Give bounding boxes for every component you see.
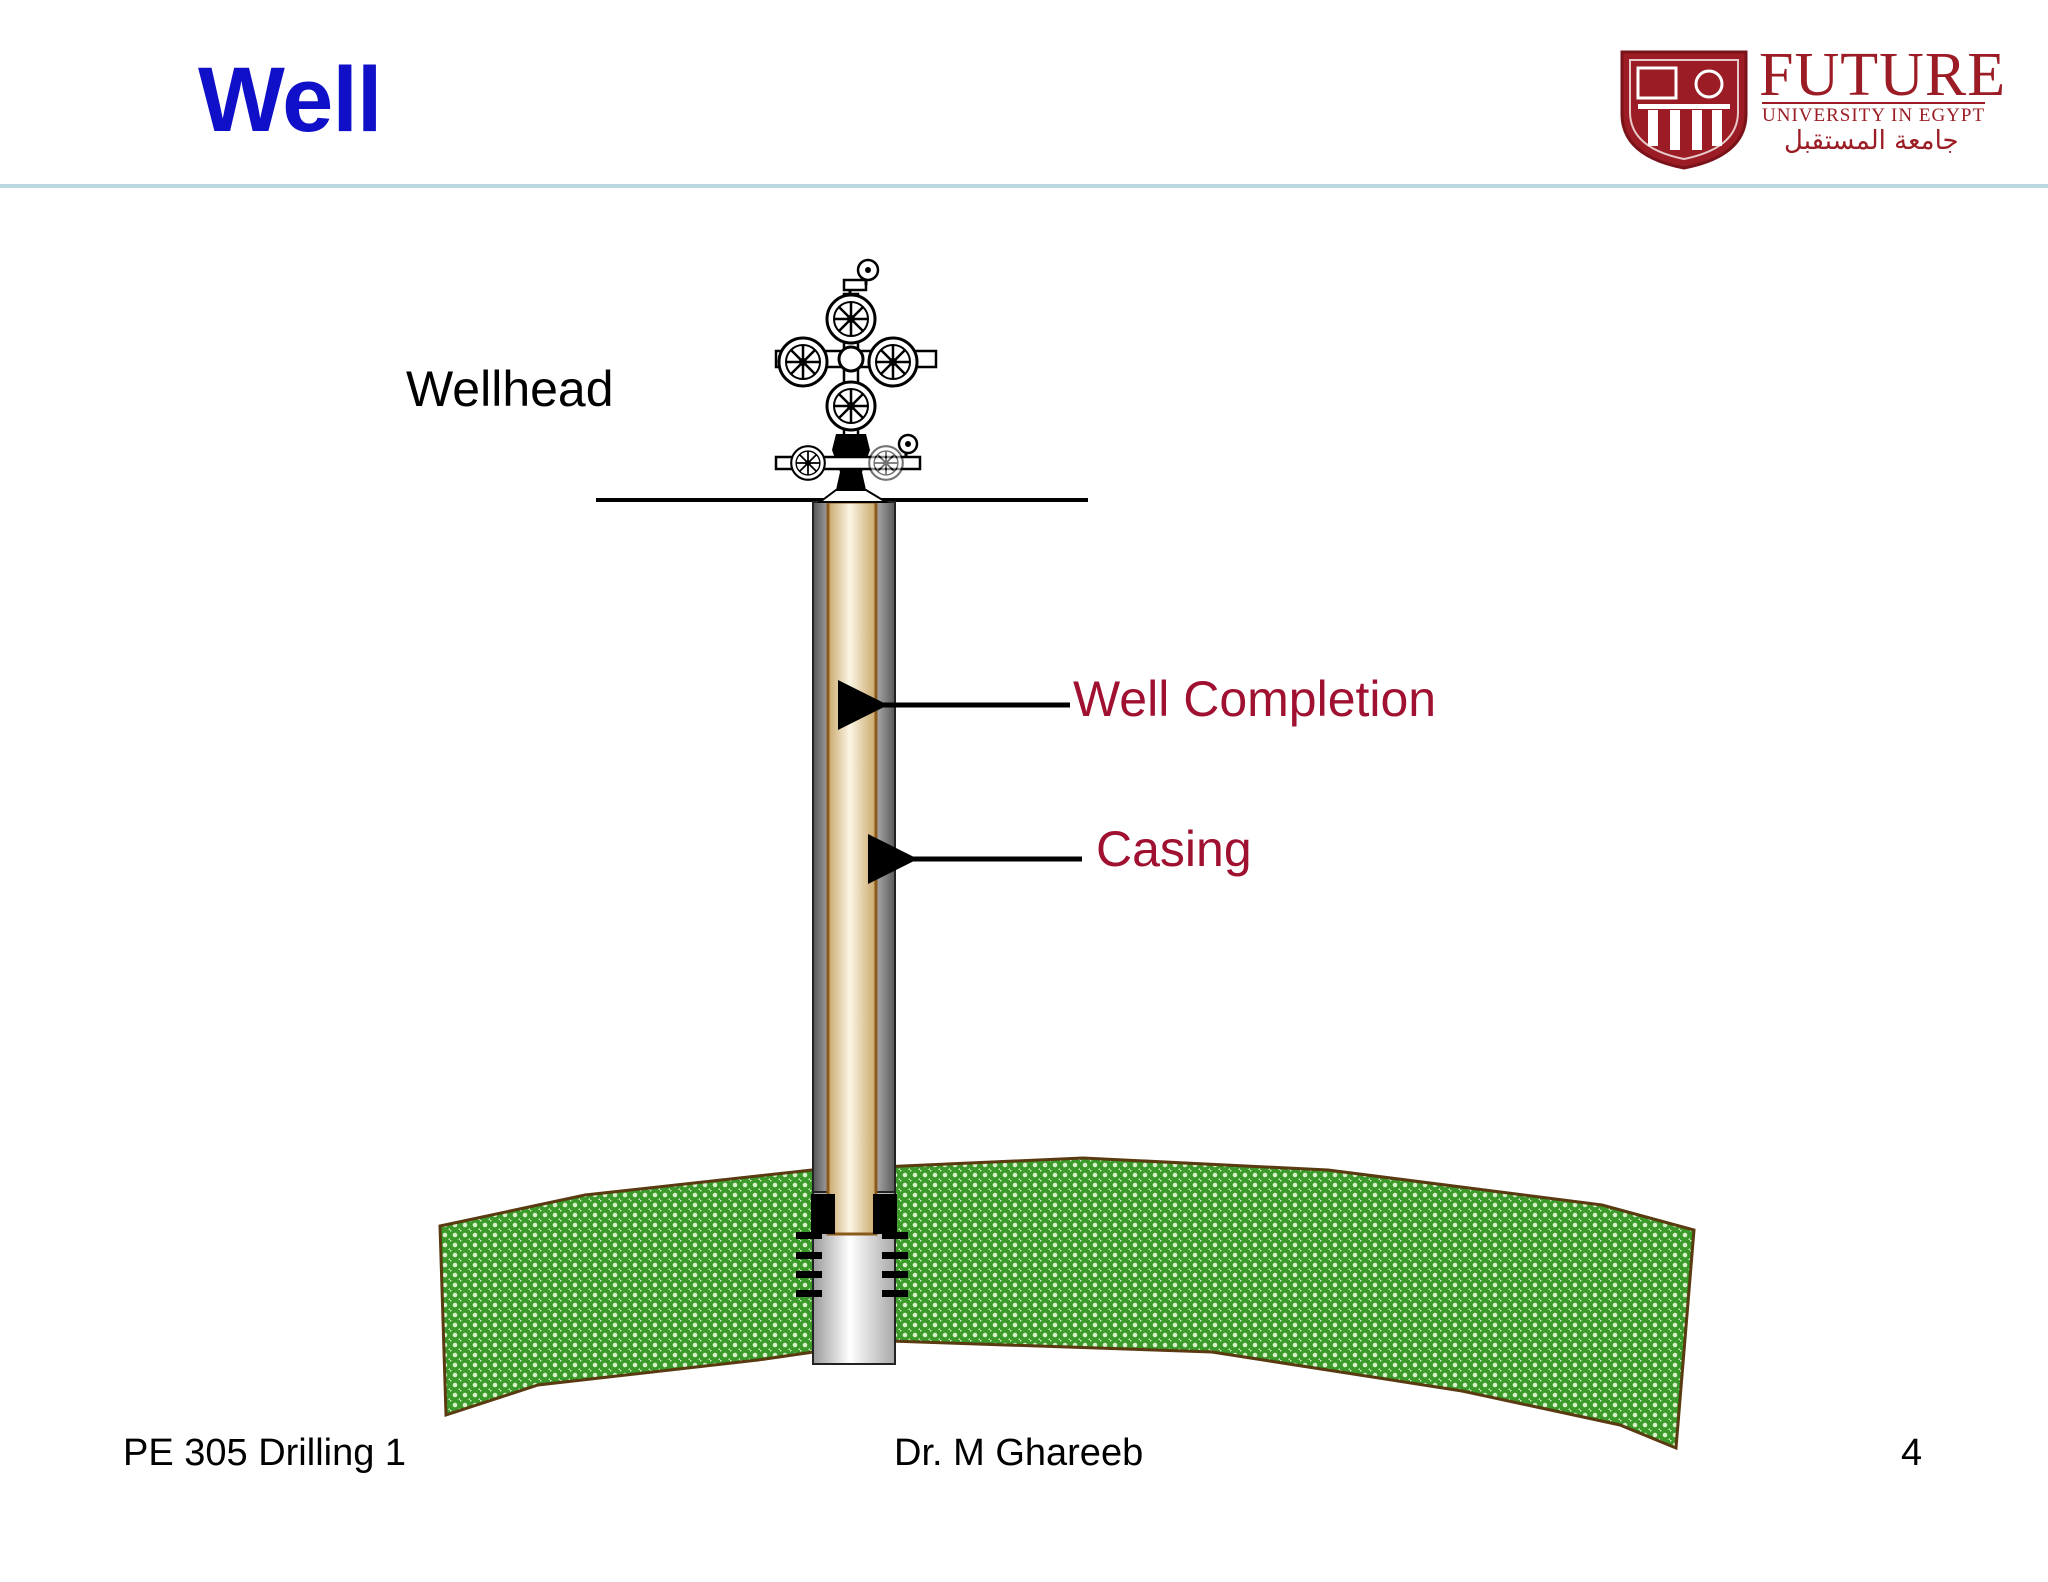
logo-subtitle: UNIVERSITY IN EGYPT bbox=[1762, 102, 1986, 127]
packer-left bbox=[811, 1194, 835, 1234]
packer-right bbox=[873, 1194, 897, 1234]
university-logo: FUTURE UNIVERSITY IN EGYPT جامعة المستقب… bbox=[1614, 41, 2044, 174]
wellhead-label: Wellhead bbox=[406, 361, 614, 417]
header-divider bbox=[0, 184, 2048, 188]
slide-title: Well bbox=[198, 49, 382, 151]
perforations-left bbox=[796, 1232, 822, 1297]
production-tubing bbox=[826, 500, 878, 1236]
logo-name: FUTURE bbox=[1759, 41, 2007, 109]
shield-icon bbox=[1620, 50, 1748, 170]
footer-author: Dr. M Ghareeb bbox=[894, 1432, 1144, 1474]
wellhead-christmas-tree bbox=[774, 258, 938, 503]
reservoir-formation bbox=[438, 1156, 1696, 1451]
casing-label: Casing bbox=[1096, 821, 1252, 877]
footer-course: PE 305 Drilling 1 bbox=[123, 1432, 407, 1474]
footer-page-number: 4 bbox=[1901, 1432, 1923, 1474]
logo-arabic-name: جامعة المستقبل bbox=[1784, 126, 1959, 156]
perforations-right bbox=[882, 1232, 908, 1297]
well-completion-label: Well Completion bbox=[1073, 671, 1437, 727]
